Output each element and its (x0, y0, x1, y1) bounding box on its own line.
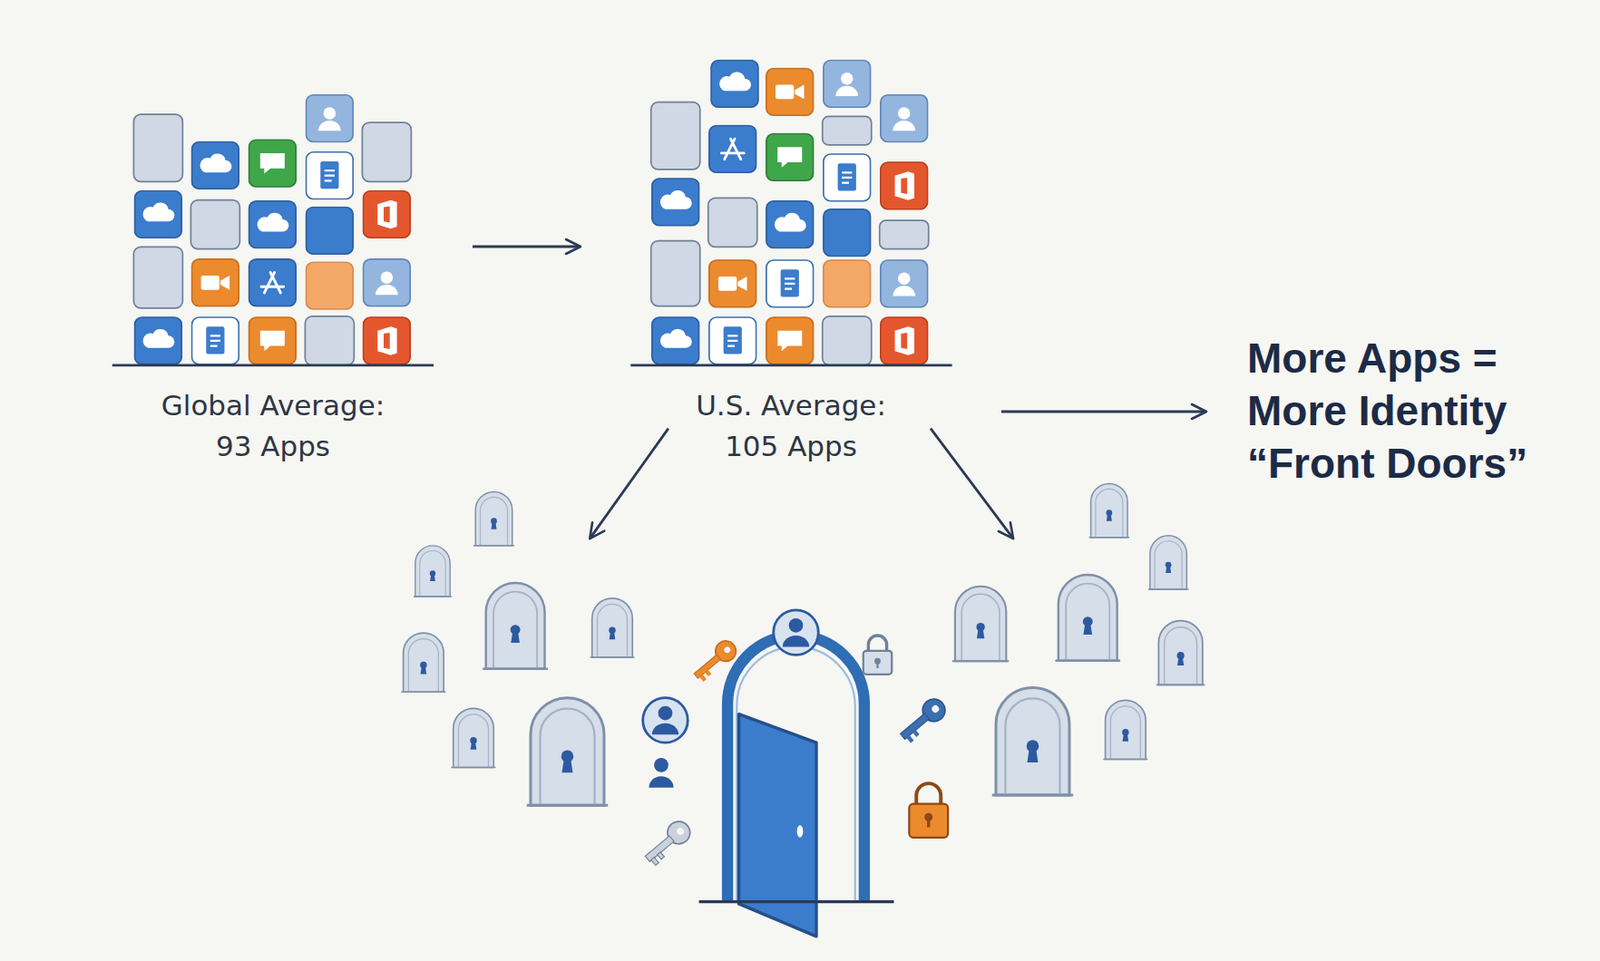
app-tile (709, 317, 757, 365)
app-tile (823, 260, 871, 308)
app-tile (766, 317, 814, 365)
takeaway-block: More Apps = More Identity “Front Doors” (1206, 326, 1556, 508)
app-tile (766, 134, 814, 182)
shelf-line (630, 363, 952, 367)
average-label: U.S. Average: 105 Apps (668, 385, 914, 468)
app-grid (112, 95, 434, 366)
app-tile (823, 209, 871, 257)
user-icon (649, 758, 674, 789)
door-icon (473, 491, 515, 546)
app-tile (880, 95, 928, 143)
app-tile (651, 241, 701, 307)
app-tile (249, 201, 297, 249)
average-block: Global Average: 93 Apps (73, 90, 473, 472)
app-tile (363, 259, 411, 307)
door-icon (482, 583, 548, 670)
key-icon (689, 636, 741, 684)
app-tile (192, 142, 240, 190)
leader-arrow (589, 429, 669, 540)
app-tile (133, 114, 183, 182)
app-tile (822, 316, 872, 366)
app-tile (306, 95, 354, 143)
takeaway-heading: More Apps = More Identity “Front Doors” (1247, 331, 1556, 490)
door-icon (952, 586, 1010, 663)
app-grid (630, 60, 952, 366)
app-tile (766, 68, 814, 117)
app-tile (192, 317, 240, 365)
door-icon (526, 698, 609, 807)
app-tile (880, 162, 928, 210)
app-tile (133, 246, 183, 309)
door-icon (992, 687, 1074, 796)
app-tile (306, 207, 354, 255)
door-icon (413, 546, 453, 597)
app-tile (363, 317, 411, 365)
door-icon (1054, 575, 1121, 662)
padlock-icon (863, 635, 893, 675)
app-tile (306, 262, 354, 310)
app-tile (766, 201, 814, 249)
app-tile (651, 102, 701, 170)
user-icon (643, 698, 689, 744)
app-tile (135, 317, 183, 365)
app-tile (711, 60, 759, 108)
app-tile (652, 317, 700, 365)
door-icon (1088, 483, 1130, 537)
app-tile (822, 116, 872, 146)
user-icon (773, 610, 820, 656)
app-tile (190, 200, 240, 250)
flow-arrow (472, 245, 581, 249)
leader-arrow (930, 429, 1014, 540)
flow-arrow (1001, 410, 1207, 414)
ground-line (699, 900, 895, 904)
app-tile (135, 191, 183, 239)
door-icon (450, 708, 497, 768)
app-tile (304, 316, 354, 366)
app-tile (709, 260, 757, 308)
door-icon (1102, 700, 1149, 760)
app-tile (249, 259, 297, 307)
door-icon (589, 598, 635, 658)
door-knob (797, 825, 804, 839)
app-tile (766, 260, 814, 308)
app-tile (652, 178, 700, 226)
key-icon (640, 817, 695, 869)
app-tile (708, 197, 758, 247)
door-icon (400, 633, 447, 693)
open-door (699, 635, 895, 937)
app-tile (192, 259, 240, 307)
door-icon (1156, 621, 1206, 686)
app-tile (249, 139, 297, 187)
app-tile (880, 260, 928, 308)
door-icon (1148, 536, 1190, 590)
app-tile (361, 122, 411, 182)
key-icon (895, 694, 950, 746)
app-tile (363, 191, 411, 239)
shelf-line (112, 363, 434, 367)
app-tile (880, 317, 928, 365)
app-tile (823, 60, 871, 108)
average-block: U.S. Average: 105 Apps (580, 49, 1002, 472)
average-label: Global Average: 93 Apps (150, 385, 396, 468)
app-tile (709, 126, 757, 174)
app-tile (306, 152, 354, 200)
app-tile (879, 220, 929, 250)
app-tile (823, 154, 871, 202)
padlock-icon (908, 783, 948, 839)
app-tile (249, 317, 297, 365)
